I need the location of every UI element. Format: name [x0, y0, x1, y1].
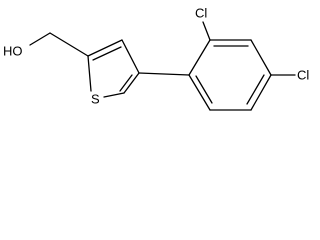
bond-ch2-c2: [49, 32, 89, 57]
bond-c4-c5: [123, 72, 140, 94]
bond-c2-c3: [87, 39, 123, 57]
chemical-structure-diagram: HO S Cl Cl: [3, 6, 309, 111]
bond-p6-p1: [188, 74, 211, 111]
bond-s-c2: [87, 55, 92, 92]
atom-labels: HO S Cl Cl: [3, 6, 309, 107]
bond-p6-p1-inner: [195, 75, 213, 104]
chlorine-ortho-label: Cl: [195, 6, 207, 21]
bond-p4-p5-inner: [246, 74, 265, 105]
bond-c-cl-ortho: [202, 21, 211, 41]
chlorine-para-label: Cl: [297, 68, 309, 83]
bond-c2-c3-inner: [92, 46, 122, 61]
hydroxyl-label: HO: [3, 44, 23, 59]
bond-o-ch2: [29, 32, 51, 46]
bonds: [29, 21, 296, 111]
bond-c4-c5-inner: [119, 74, 133, 92]
bond-biaryl: [138, 72, 190, 76]
bond-c5-s: [103, 92, 125, 98]
bond-p1-p2: [188, 39, 211, 76]
sulfur-label: S: [91, 92, 100, 107]
bond-p4-p5: [250, 74, 272, 111]
bond-p3-p4: [250, 39, 272, 76]
bond-c3-c4: [121, 39, 140, 74]
